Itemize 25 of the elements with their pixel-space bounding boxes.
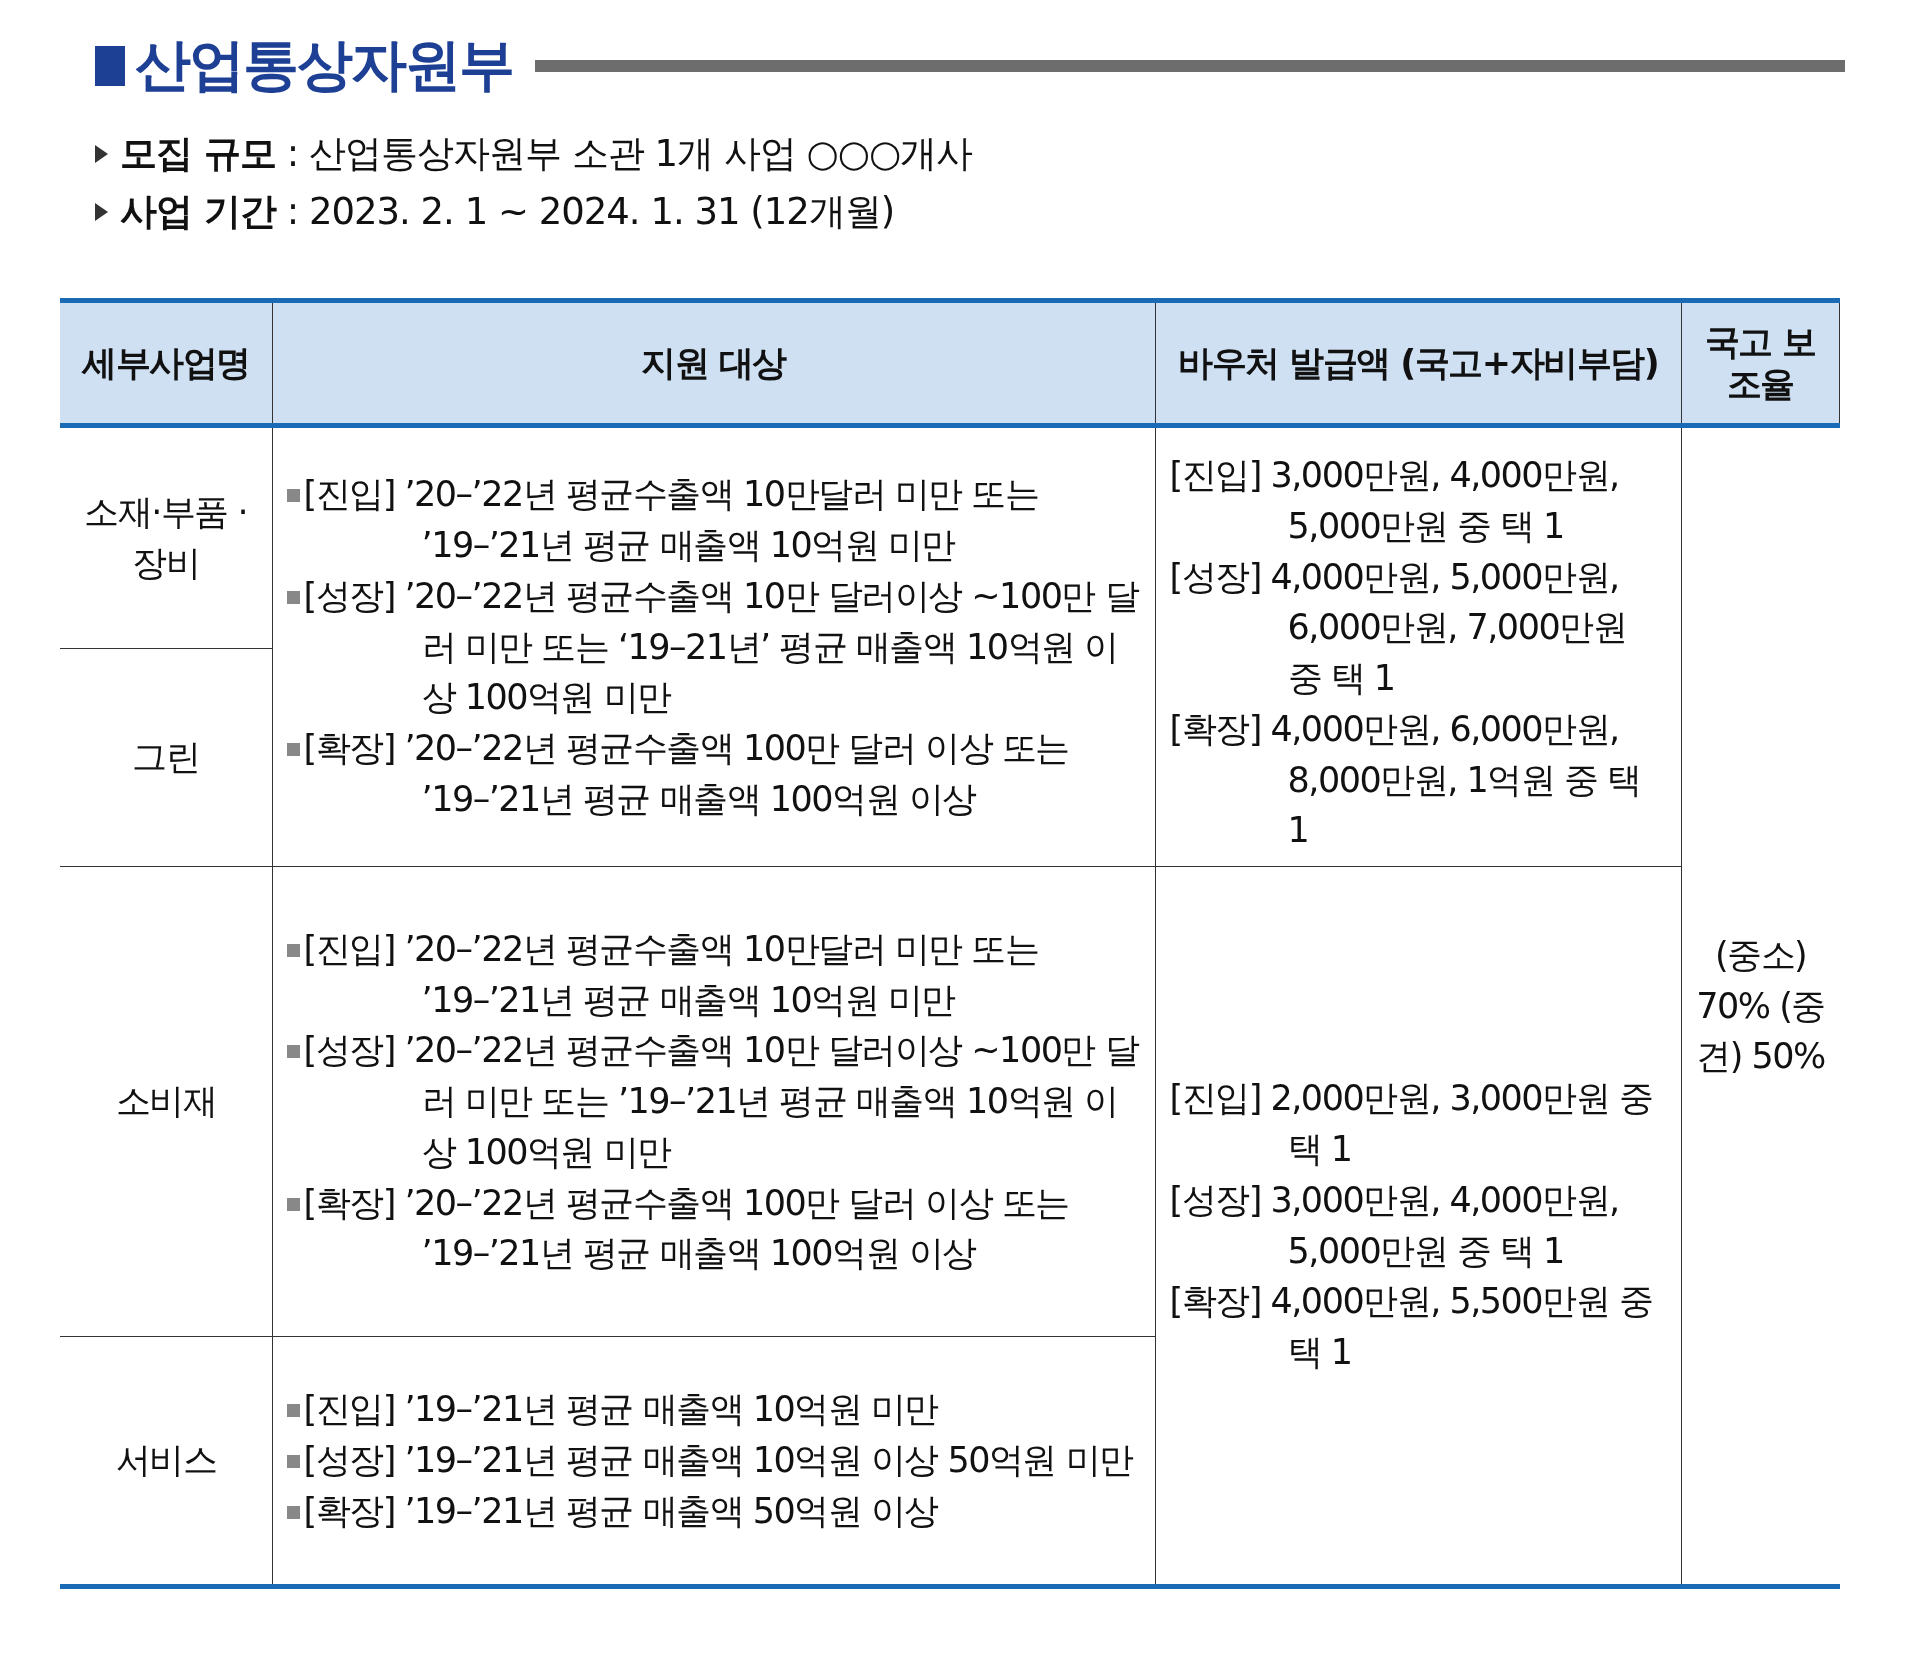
- info-text: 사업 기간 : 2023. 2. 1 ~ 2024. 1. 31 (12개월): [120, 189, 895, 235]
- voucher-amount: [진입] 2,000만원, 3,000만원 중 택 1: [1169, 1077, 1654, 1171]
- eligibility-criterion: [진입] ’20–’22년 평균수출액 10만달러 미만 또는 ’19–’21년 평균 매출액 10억원 미만: [303, 927, 1040, 1022]
- voucher-amount: [확장] 4,000만원, 6,000만원, 8,000만원, 1억원 중 택 1: [1169, 707, 1642, 853]
- category-name: 소비재: [60, 866, 272, 1337]
- eligibility-criterion: [진입] ’19–’21년 평균 매출액 10억원 미만: [303, 1388, 938, 1432]
- page-title: 산업통상자원부: [135, 31, 513, 99]
- category-name: 소재·부품 ·장비: [60, 425, 272, 649]
- eligibility-criterion: [확장] ’20–’22년 평균수출액 100만 달러 이상 또는 ’19–’21년 평균 매출액 100억원 이상: [303, 1181, 1070, 1276]
- eligibility-criterion: [확장] ’20–’22년 평균수출액 100만 달러 이상 또는 ’19–’21년 평균 매출액 100억원 이상: [303, 727, 1070, 821]
- voucher-amount: [성장] 3,000만원, 4,000만원, 5,000만원 중 택 1: [1169, 1178, 1620, 1273]
- column-header: 바우처 발급액 (국고+자비부담): [1155, 300, 1682, 426]
- voucher-amount: [진입] 3,000만원, 4,000만원, 5,000만원 중 택 1: [1169, 454, 1620, 548]
- info-text: 모집 규모 : 산업통상자원부 소관 1개 사업 ○○○개사: [120, 131, 973, 177]
- eligibility-criterion: [진입] ’20–’22년 평균수출액 10만달러 미만 또는 ’19–’21년 평균 매출액 10억원 미만: [303, 473, 1040, 568]
- eligibility-criterion: [성장] ’19–’21년 평균 매출액 10억원 이상 50억원 미만: [303, 1439, 1133, 1483]
- category-name: 서비스: [60, 1336, 272, 1587]
- eligibility-criterion: [확장] ’19–’21년 평균 매출액 50억원 이상: [303, 1489, 938, 1533]
- column-header: 국고 보조율: [1681, 300, 1840, 426]
- voucher-amount: [성장] 4,000만원, 5,000만원, 6,000만원, 7,000만원 중 택 1: [1169, 555, 1628, 700]
- voucher-amount: [확장] 4,000만원, 5,500만원 중 택 1: [1169, 1280, 1654, 1374]
- column-header: 세부사업명: [60, 300, 272, 426]
- eligibility-criterion: [성장] ’20–’22년 평균수출액 10만 달러이상 ~100만 달러 미만 또는 ‘19–21년’ 평균 매출액 10억원 이상 100억원 미만: [303, 574, 1140, 720]
- eligibility-criterion: [성장] ’20–’22년 평균수출액 10만 달러이상 ~100만 달러 미만 또는 ’19–’21년 평균 매출액 10억원 이상 100억원 미만: [303, 1029, 1140, 1174]
- column-header: 지원 대상: [272, 300, 1156, 426]
